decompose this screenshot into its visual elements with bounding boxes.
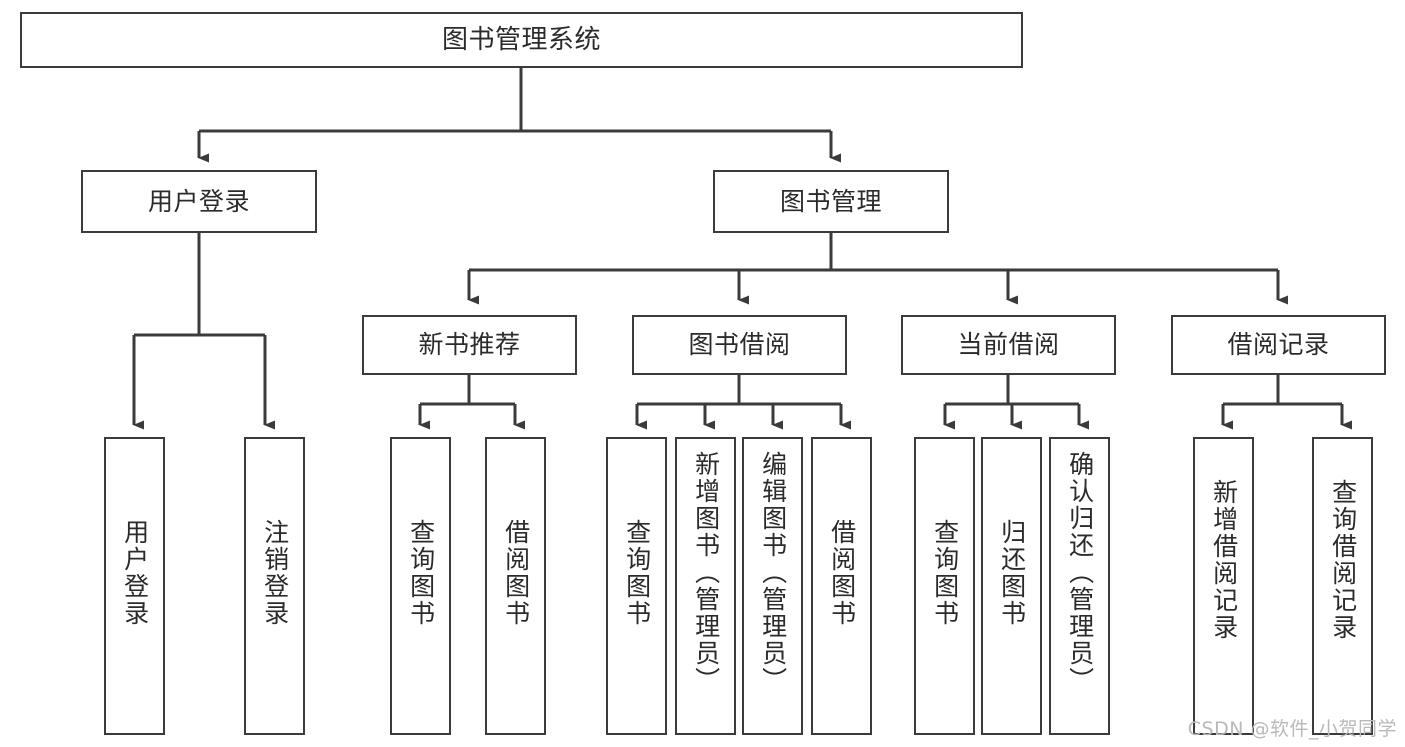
leaf-borrow-book-recommend[interactable]: 借阅图书 <box>485 437 546 735</box>
node-label: 用户登录 <box>147 186 250 216</box>
node-borrow-record[interactable]: 借阅记录 <box>1171 315 1386 375</box>
node-label: 借阅记录 <box>1227 330 1330 360</box>
node-book-management[interactable]: 图书管理 <box>713 170 949 233</box>
node-label: 注销登录 <box>260 519 290 627</box>
node-user-login[interactable]: 用户登录 <box>81 170 317 233</box>
leaf-query-borrow-record[interactable]: 查询借阅记录 <box>1312 437 1373 735</box>
node-label: 归还图书 <box>997 519 1027 627</box>
node-label: 查询图书 <box>930 519 960 627</box>
leaf-add-borrow-record[interactable]: 新增借阅记录 <box>1193 437 1254 735</box>
leaf-edit-book-admin[interactable]: 编辑图书（管理员） <box>742 437 803 735</box>
leaf-return-book[interactable]: 归还图书 <box>981 437 1042 735</box>
leaf-add-book-admin[interactable]: 新增图书（管理员） <box>675 437 736 735</box>
node-root-book-management-system[interactable]: 图书管理系统 <box>20 12 1023 68</box>
node-label: 查询借阅记录 <box>1328 479 1358 641</box>
node-label: 图书管理系统 <box>441 24 601 55</box>
node-label: 新增图书（管理员） <box>691 451 721 694</box>
csdn-watermark: CSDN @软件_小贺同学 <box>1187 718 1397 740</box>
node-label: 查询图书 <box>622 519 652 627</box>
leaf-borrow-book[interactable]: 借阅图书 <box>811 437 872 735</box>
node-label: 当前借阅 <box>957 330 1060 360</box>
leaf-confirm-return-admin[interactable]: 确认归还（管理员） <box>1049 437 1110 735</box>
node-label: 图书借阅 <box>688 330 791 360</box>
node-label: 新增借阅记录 <box>1209 479 1239 641</box>
node-label: 图书管理 <box>779 186 882 216</box>
node-label: 借阅图书 <box>501 519 531 627</box>
node-label: 编辑图书（管理员） <box>758 451 788 694</box>
leaf-query-book-recommend[interactable]: 查询图书 <box>390 437 451 735</box>
leaf-query-book-borrow[interactable]: 查询图书 <box>606 437 667 735</box>
node-label: 新书推荐 <box>418 330 521 360</box>
node-label: 借阅图书 <box>827 519 857 627</box>
node-label: 查询图书 <box>406 519 436 627</box>
leaf-logout-login[interactable]: 注销登录 <box>244 437 305 735</box>
node-book-borrow[interactable]: 图书借阅 <box>632 315 847 375</box>
node-label: 确认归还（管理员） <box>1065 451 1095 694</box>
node-new-book-recommend[interactable]: 新书推荐 <box>362 315 577 375</box>
leaf-user-login[interactable]: 用户登录 <box>104 437 165 735</box>
node-label: 用户登录 <box>120 519 150 627</box>
leaf-query-book-current[interactable]: 查询图书 <box>914 437 975 735</box>
node-current-borrow[interactable]: 当前借阅 <box>901 315 1116 375</box>
